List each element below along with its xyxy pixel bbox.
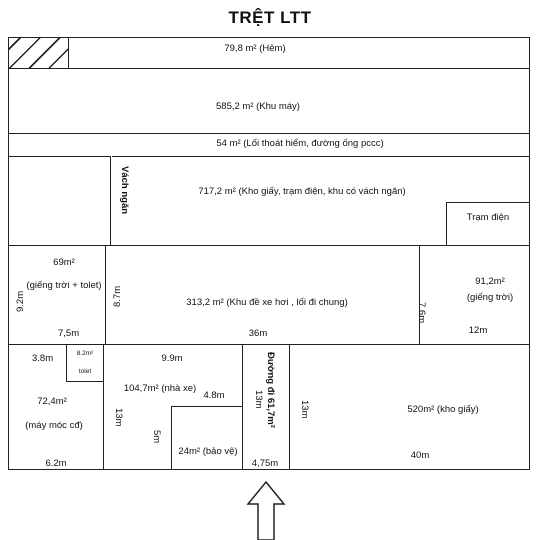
label-toilet-area: 8.2m²: [76, 350, 94, 357]
zone-hem: [8, 37, 530, 69]
dim-13-right: 13m: [299, 400, 310, 419]
dim-7-6: 7.6m: [416, 302, 427, 324]
label-may-moc-desc: (máy móc cđ): [25, 420, 83, 431]
dim-5: 5m: [151, 430, 162, 444]
zone-gieng-troi: [419, 245, 530, 345]
label-gieng-troi-area: 91,2m²: [475, 276, 505, 287]
label-duong-di: Đường đi 61,7m²: [265, 352, 276, 428]
zone-loi-thoat-hiem: [8, 133, 530, 157]
zone-bao-ve: [171, 406, 243, 470]
label-toilet: tolet: [78, 368, 92, 375]
dim-8-7: 8.7m: [112, 285, 123, 307]
label-hem: 79,8 m² (Hẻm): [224, 43, 286, 54]
zone-tram-dien: [446, 202, 530, 246]
dim-3-8: 3.8m: [32, 353, 54, 364]
dim-4-75: 4,75m: [251, 458, 279, 469]
label-gieng-troi-toilet-desc: (giếng trời + tolet): [26, 280, 102, 291]
dim-12: 12m: [468, 325, 488, 336]
hatch-pattern: [9, 38, 68, 68]
dim-6-2: 6.2m: [45, 458, 67, 469]
dim-13-left: 13m: [113, 408, 124, 427]
label-tram-dien: Trạm điện: [466, 212, 510, 223]
label-vach-ngan: Vách ngăn: [119, 166, 130, 215]
label-may-moc-area: 72,4m²: [37, 396, 67, 407]
label-kho-giay-tram: 717,2 m² (Kho giấy, trạm điện, khu có vá…: [198, 186, 406, 197]
zone-kho-giay-tram-dien: [8, 156, 530, 246]
dim-7-5: 7,5m: [58, 328, 80, 339]
dim-4-8: 4.8m: [203, 390, 225, 401]
zone-duong-di: [242, 344, 290, 470]
entrance-arrow-icon: [246, 480, 286, 540]
zone-gieng-troi-toilet: [8, 245, 106, 345]
page-title: TRỆT LTT: [228, 8, 312, 27]
zone-toilet: [66, 344, 104, 382]
label-kho-giay: 520m² (kho giấy): [407, 404, 479, 415]
partition-wall: [110, 156, 112, 246]
dim-36: 36m: [248, 328, 268, 339]
zone-khu-de-xe: [105, 245, 420, 345]
label-khu-may: 585,2 m² (Khu máy): [216, 101, 300, 112]
label-khu-de-xe: 313,2 m² (Khu đề xe hơi , lối đi chung): [186, 297, 348, 308]
dim-9-9: 9.9m: [161, 353, 183, 364]
label-gieng-troi-toilet-area: 69m²: [53, 257, 75, 268]
dim-13-road: 13m: [253, 390, 264, 409]
label-gieng-troi-desc: (giếng trời): [466, 292, 514, 303]
label-loi-thoat-hiem: 54 m² (Lối thoát hiểm, đường ống pccc): [216, 138, 384, 149]
zone-kho-giay: [289, 344, 530, 470]
label-nha-xe: 104,7m² (nhà xe): [123, 383, 197, 394]
dim-40: 40m: [410, 450, 430, 461]
label-bao-ve: 24m² (bảo vệ): [178, 446, 238, 457]
dim-9-2: 9.2m: [15, 290, 26, 312]
